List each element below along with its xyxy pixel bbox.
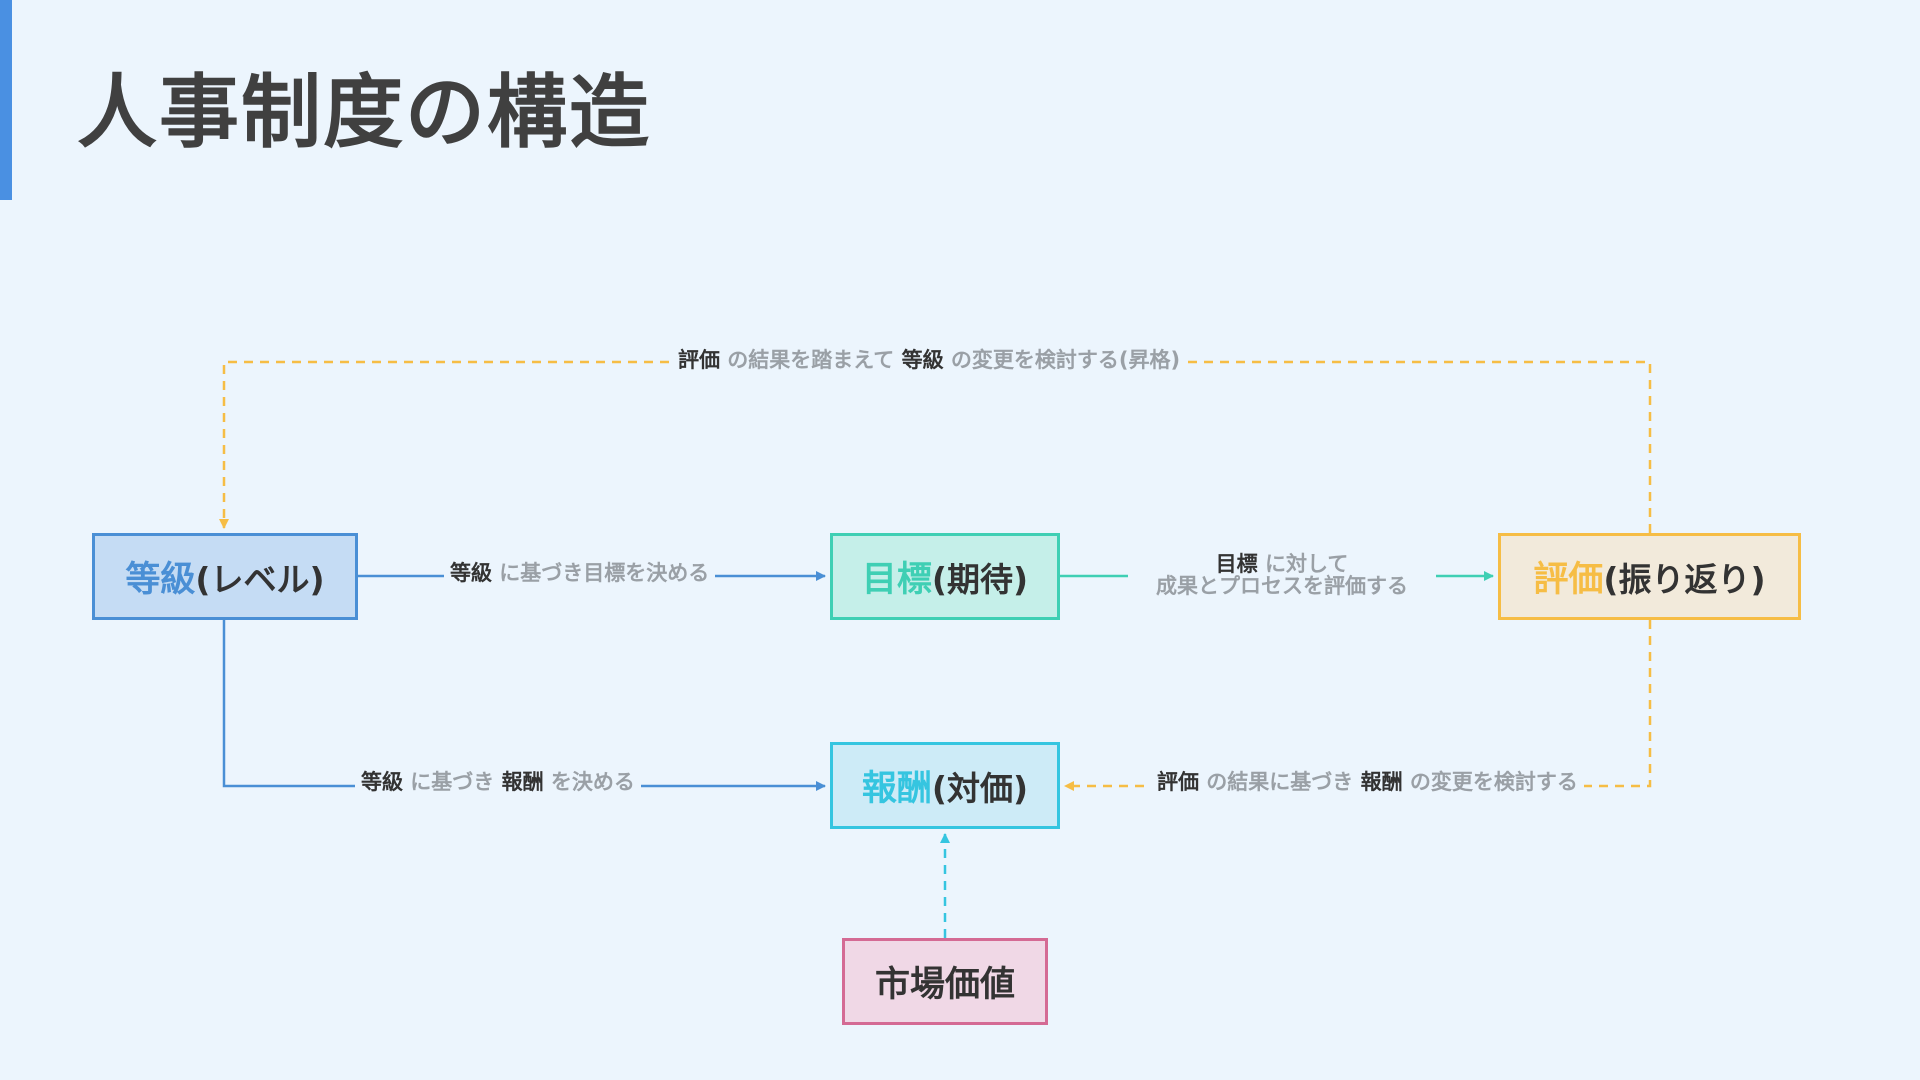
edge-label-evaluation-to-grade: 評価 の結果を踏まえて 等級 の変更を検討する(昇格) — [672, 349, 1187, 371]
node-goal: 目標(期待) — [830, 533, 1060, 620]
node-grade-keyword: 等級 — [125, 560, 196, 600]
node-goal-suffix: (期待) — [931, 559, 1029, 599]
node-reward-keyword: 報酬 — [861, 769, 932, 809]
node-grade: 等級(レベル) — [92, 533, 358, 620]
edge-label-grade-to-reward: 等級 に基づき 報酬 を決める — [355, 771, 641, 793]
node-evaluation-suffix: (振り返り) — [1603, 559, 1766, 599]
edge-evaluation-to-grade — [219, 360, 1652, 533]
node-reward-suffix: (対価) — [931, 768, 1029, 808]
edge-label-grade-to-goal: 等級 に基づき目標を決める — [444, 562, 716, 584]
page-title: 人事制度の構造 — [77, 66, 651, 159]
node-grade-suffix: (レベル) — [195, 559, 325, 599]
edge-grade-to-reward — [222, 620, 826, 791]
node-market-value-label: 市場価値 — [874, 965, 1015, 1005]
node-evaluation: 評価(振り返り) — [1498, 533, 1801, 620]
edge-evaluation-to-reward — [1064, 620, 1652, 791]
node-goal-keyword: 目標 — [861, 560, 932, 600]
node-reward: 報酬(対価) — [830, 742, 1060, 829]
node-evaluation-keyword: 評価 — [1533, 560, 1604, 600]
edge-label-evaluation-to-reward: 評価 の結果に基づき 報酬 の変更を検討する — [1151, 771, 1584, 793]
accent-bar — [0, 0, 12, 200]
node-market-value: 市場価値 — [842, 938, 1048, 1025]
edge-label-goal-to-evaluation: 目標 に対して成果とプロセスを評価する — [1128, 553, 1436, 597]
